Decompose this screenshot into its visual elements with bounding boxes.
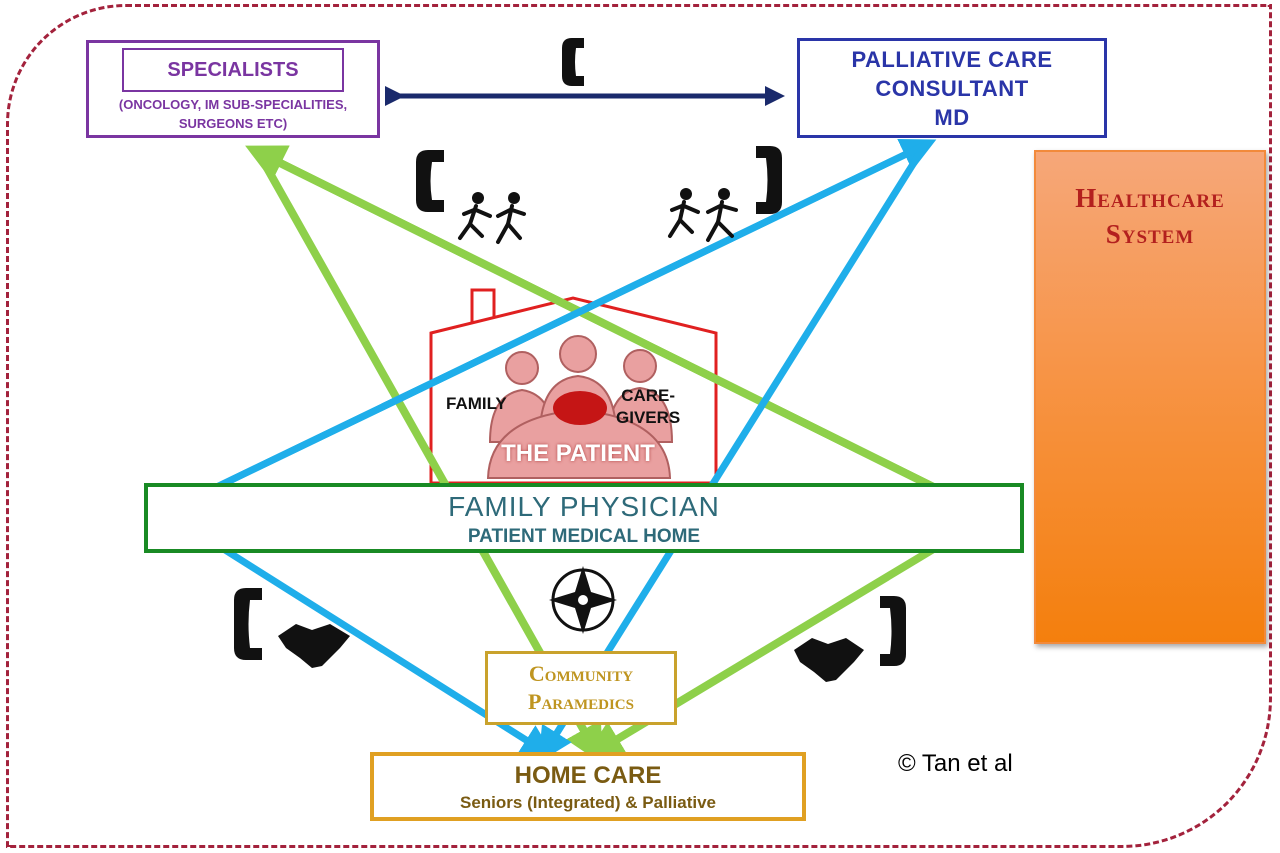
- compass-rose-icon: [549, 566, 617, 634]
- phone-icon: [234, 588, 262, 660]
- blue-arrow-palliative-to-homecare: [538, 143, 928, 763]
- paramedics-line2: Paramedics: [528, 689, 634, 714]
- community-paramedics-box: Community Paramedics: [485, 651, 677, 725]
- caregivers-line2: GIVERS: [616, 408, 681, 427]
- family-label: FAMILY: [446, 394, 507, 413]
- caregivers-line1: CARE-: [621, 386, 676, 405]
- palliative-line1: PALLIATIVE CARE: [851, 47, 1053, 72]
- dashed-frame: [6, 4, 1272, 848]
- phone-icon: [416, 150, 444, 212]
- handshake-icon: [794, 638, 864, 682]
- handshake-icon: [278, 624, 350, 668]
- home-care-subtitle: Seniors (Integrated) & Palliative: [459, 793, 716, 812]
- phone-icon: [756, 146, 782, 214]
- specialists-subtitle-line1: (ONCOLOGY, IM SUB-SPECIALITIES,: [118, 97, 348, 112]
- specialists-subtitle: (ONCOLOGY, IM SUB-SPECIALITIES, SURGEONS…: [89, 95, 377, 133]
- relay-runners-icon: [668, 188, 738, 242]
- patient-figure: [553, 391, 607, 425]
- specialists-title: SPECIALISTS: [167, 59, 299, 81]
- palliative-consultant-box: PALLIATIVE CARE CONSULTANT MD: [797, 38, 1107, 138]
- family-physician-subtitle: PATIENT MEDICAL HOME: [467, 526, 701, 547]
- relay-runners-icon: [458, 192, 526, 244]
- patient-label: THE PATIENT: [501, 440, 655, 467]
- palliative-line2: CONSULTANT: [875, 76, 1029, 101]
- healthcare-title-line2: System: [1105, 219, 1195, 249]
- phone-icon: [880, 596, 906, 666]
- palliative-line3: MD: [934, 105, 970, 130]
- blue-arrow-palliative-to-fp-left: [153, 141, 927, 519]
- healthcare-system-title: Healthcare System: [1036, 180, 1264, 252]
- home-care-box: HOME CARE Seniors (Integrated) & Palliat…: [370, 752, 806, 821]
- specialists-subtitle-line2: SURGEONS ETC): [178, 116, 288, 131]
- caregivers-label: CARE- GIVERS: [616, 385, 680, 429]
- healthcare-title-line1: Healthcare: [1075, 183, 1225, 213]
- family-physician-title: FAMILY PHYSICIAN: [448, 491, 720, 522]
- specialists-title-box: SPECIALISTS: [122, 48, 344, 92]
- green-arrow-fp-right-to-specialists: [245, 145, 992, 519]
- copyright-text: © Tan et al: [898, 750, 1013, 777]
- family-physician-bar: FAMILY PHYSICIAN PATIENT MEDICAL HOME: [144, 483, 1024, 553]
- healthcare-system-panel: Healthcare System: [1034, 150, 1266, 644]
- phone-icon: [562, 38, 584, 86]
- paramedics-line1: Community: [528, 661, 634, 686]
- home-care-title: HOME CARE: [514, 762, 662, 789]
- specialists-box: SPECIALISTS (ONCOLOGY, IM SUB-SPECIALITI…: [86, 40, 380, 138]
